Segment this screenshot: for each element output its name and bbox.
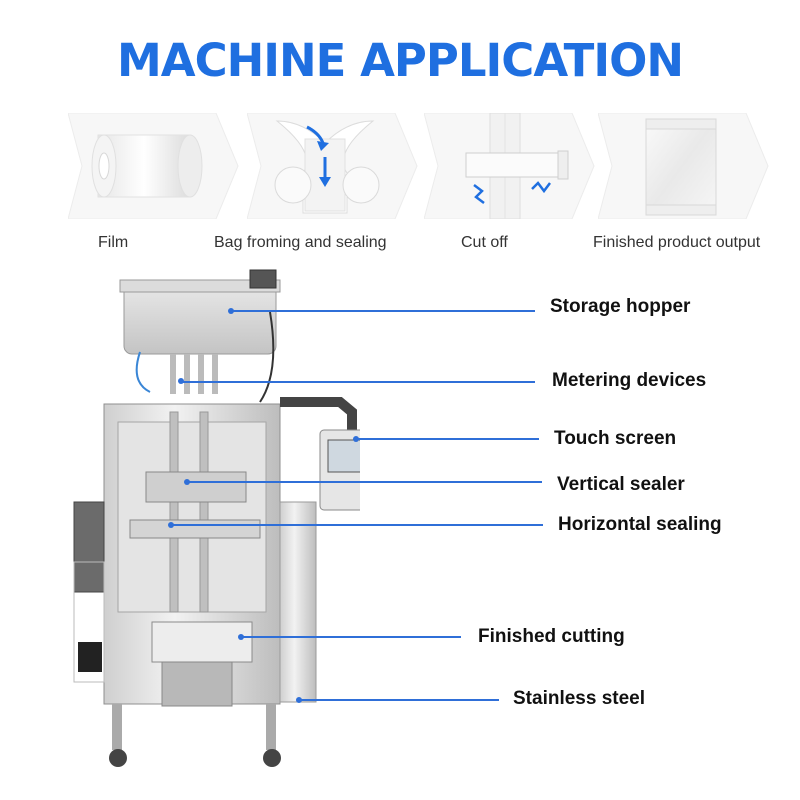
callout-line <box>241 636 461 638</box>
callout-label: Metering devices <box>552 370 707 391</box>
callout-label: Vertical sealer <box>557 474 685 495</box>
film-roll-icon <box>91 134 203 198</box>
callout-line <box>171 524 543 526</box>
callout-label: Touch screen <box>554 428 677 449</box>
callout-label: Finished cutting <box>478 626 625 647</box>
finished-cutting <box>151 621 253 663</box>
callout-line <box>231 310 535 312</box>
step-film <box>68 113 240 221</box>
callout-label: Storage hopper <box>550 296 691 317</box>
step-label: Cut off <box>461 234 508 251</box>
step-finished-output <box>598 113 770 221</box>
step-cut-off <box>424 113 596 221</box>
callout-line <box>356 438 539 440</box>
cut-off-icon <box>465 113 569 219</box>
bag-forming-icon <box>274 120 380 214</box>
step-label: Film <box>98 234 129 251</box>
callout-label: Stainless steel <box>513 688 646 709</box>
packaging-machine-illustration <box>73 269 360 767</box>
callout-line <box>181 381 535 383</box>
step-bag-forming <box>247 113 419 221</box>
stainless-steel-panel <box>279 501 317 703</box>
callout-label: Horizontal sealing <box>558 514 722 535</box>
callout-line <box>299 699 499 701</box>
finished-bag-icon <box>645 118 717 216</box>
horizontal-sealing <box>129 519 261 539</box>
storage-hopper <box>123 283 277 355</box>
page-title: MACHINE APPLICATION <box>116 34 684 87</box>
step-label: Finished product output <box>593 234 761 251</box>
callout-line <box>187 481 542 483</box>
step-label: Bag froming and sealing <box>214 234 387 251</box>
vertical-sealer <box>145 471 247 503</box>
metering-devices <box>135 311 275 403</box>
